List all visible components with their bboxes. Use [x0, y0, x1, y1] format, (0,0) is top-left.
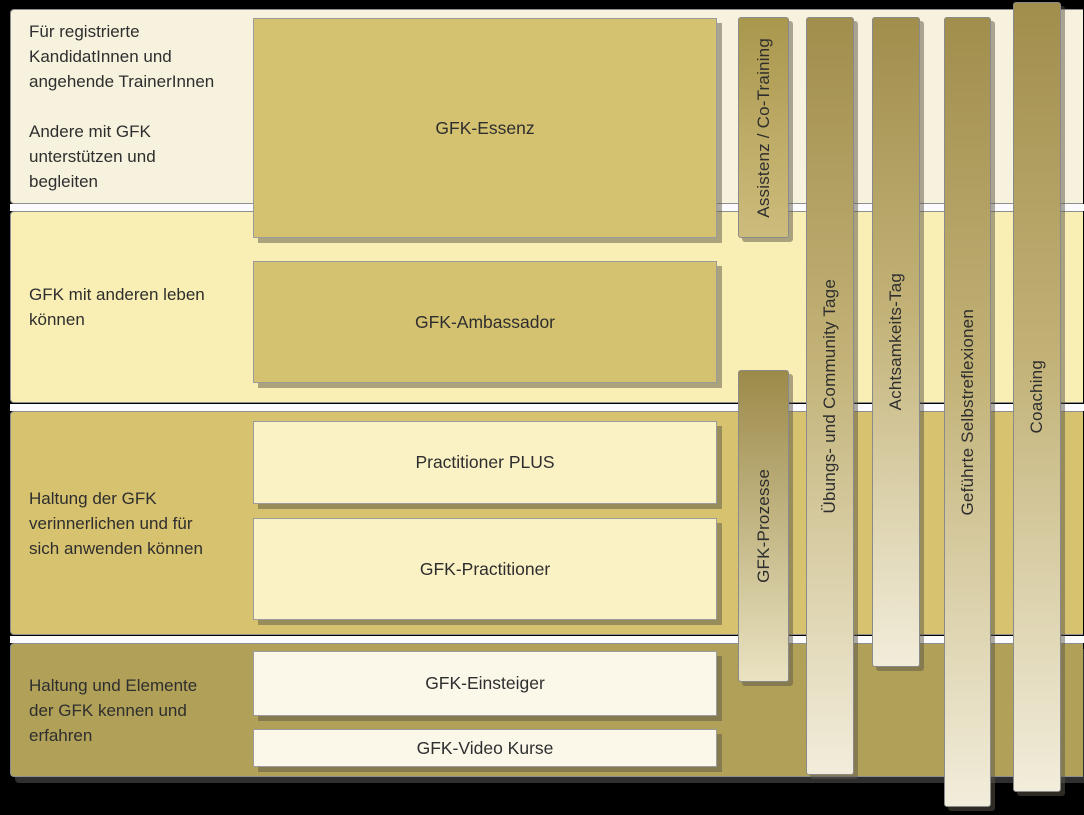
program-bar-label: Achtsamkeits-Tag [886, 273, 905, 411]
row-separator [10, 404, 1084, 411]
program-bar-label: Coaching [1027, 360, 1046, 434]
program-bar-uebungs-community-tage: Übungs- und Community Tage [806, 17, 854, 775]
course-box-label: GFK-Einsteiger [425, 673, 545, 693]
program-bar-label: GFK-Prozesse [753, 469, 773, 583]
program-bar-coaching: Coaching [1013, 2, 1061, 792]
course-box-gfk-einsteiger: GFK-Einsteiger [253, 651, 717, 716]
program-bar-label: Übungs- und Community Tage [820, 278, 839, 514]
program-bar-gefuehrte-selbstreflexionen: Geführte Selbstreflexionen [944, 17, 991, 807]
program-bar-label: Geführte Selbstreflexionen [957, 308, 977, 516]
program-bar-achtsamkeits-tag: Achtsamkeits-Tag [872, 17, 920, 667]
course-box-gfk-ambassador: GFK-Ambassador [253, 261, 717, 383]
level-label: Für registrierte KandidatInnen und angeh… [29, 22, 215, 191]
course-box-gfk-practitioner: GFK-Practitioner [253, 518, 717, 620]
level-label: Haltung und Elemente der GFK kennen und … [29, 675, 198, 745]
course-box-label: GFK-Practitioner [419, 558, 551, 579]
course-box-gfk-essenz: GFK-Essenz [253, 18, 717, 238]
program-bar-assistenz-co-training: Assistenz / Co-Training [738, 17, 789, 238]
course-box-label: GFK-Video Kurse [416, 737, 554, 758]
level-label: GFK mit anderen leben können [29, 285, 205, 329]
row-separator [10, 636, 1084, 643]
course-box-label: GFK-Essenz [435, 117, 535, 138]
program-bar-label: Assistenz / Co-Training [753, 37, 773, 218]
course-box-label: Practitioner PLUS [415, 452, 555, 472]
level-label: Haltung der GFK verinnerlichen und für s… [29, 488, 203, 558]
course-box-gfk-video-kurse: GFK-Video Kurse [253, 729, 717, 767]
course-box-label: GFK-Ambassador [414, 311, 556, 332]
program-bar-gfk-prozesse: GFK-Prozesse [738, 370, 789, 682]
course-box-practitioner-plus: Practitioner PLUS [253, 421, 717, 504]
